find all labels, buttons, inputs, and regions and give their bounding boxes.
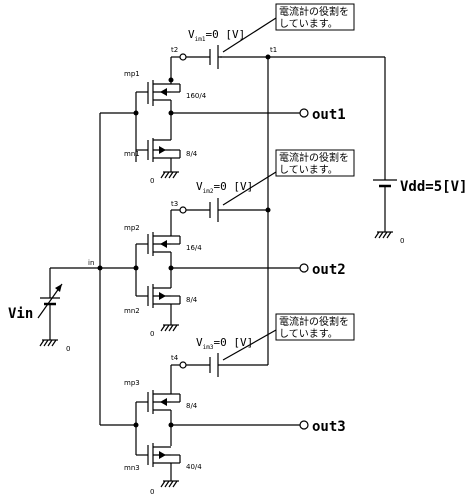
vin-source: [37, 268, 63, 347]
mn2-ground-label: 0: [150, 330, 154, 338]
node-t4-label: t4: [171, 354, 179, 362]
vdd-source: [373, 179, 397, 239]
note-3-box: [275, 313, 355, 341]
note-2-box: [275, 149, 355, 177]
vdd-rail: [218, 54, 386, 366]
out3-label: out3: [312, 419, 346, 435]
mn1-label: mn1: [124, 150, 140, 158]
node-t2-label: t2: [171, 46, 178, 54]
stage-1-inverter: [133, 45, 309, 179]
vdd-ground-label: 0: [400, 237, 404, 245]
note-2-line-2: しています。: [279, 164, 338, 176]
node-t2-terminal: [179, 53, 187, 61]
vim2-label: Vim2=0 [V]: [196, 180, 253, 195]
note-3-line-1: 電流計の役割を: [279, 315, 349, 328]
out3-terminal: [299, 420, 309, 430]
mp3-size: 8/4: [186, 402, 198, 410]
node-in-label: in: [88, 259, 94, 267]
mp2-size: 16/4: [186, 244, 202, 252]
note-1-line-2: しています。: [279, 18, 338, 30]
out2-terminal: [299, 263, 309, 273]
note-1-box: [275, 3, 355, 31]
node-t1-dot: [265, 54, 271, 60]
note-2-leader: [222, 171, 277, 206]
note-2-line-1: 電流計の役割を: [279, 151, 349, 164]
vim3-label: Vim3=0 [V]: [196, 336, 253, 351]
mp3-label: mp3: [124, 379, 140, 387]
note-1-leader: [222, 17, 277, 53]
mn2-size: 8/4: [186, 296, 198, 304]
node-t4-terminal: [179, 361, 187, 369]
node-t3-terminal: [179, 206, 187, 214]
mn2-label: mn2: [124, 307, 140, 315]
node-in-dot: [97, 265, 103, 271]
mp2-label: mp2: [124, 224, 140, 232]
stage-3-inverter: [133, 353, 309, 488]
out1-terminal: [299, 108, 309, 118]
mn3-size: 40/4: [186, 463, 202, 471]
node-t3-label: t3: [171, 200, 178, 208]
mp1-label: mp1: [124, 70, 140, 78]
note-3-leader: [222, 329, 277, 361]
input-net: [50, 112, 136, 426]
note-3-line-2: しています。: [279, 328, 338, 340]
out2-label: out2: [312, 262, 346, 278]
vdd-label: Vdd=5[V]: [400, 179, 467, 195]
mn3-ground-label: 0: [150, 488, 154, 496]
stage-2-inverter: [133, 198, 309, 332]
out1-label: out1: [312, 107, 346, 123]
mn1-ground-label: 0: [150, 177, 154, 185]
node-t1-dot-2: [265, 207, 271, 213]
vim1-label: Vim1=0 [V]: [188, 28, 245, 43]
mp1-size: 160/4: [186, 92, 207, 100]
vin-label: Vin: [8, 306, 33, 322]
note-1-line-1: 電流計の役割を: [279, 5, 349, 18]
mn1-size: 8/4: [186, 150, 198, 158]
vin-ground-label: 0: [66, 345, 70, 353]
mn3-label: mn3: [124, 464, 140, 472]
node-t1-label: t1: [270, 46, 277, 54]
